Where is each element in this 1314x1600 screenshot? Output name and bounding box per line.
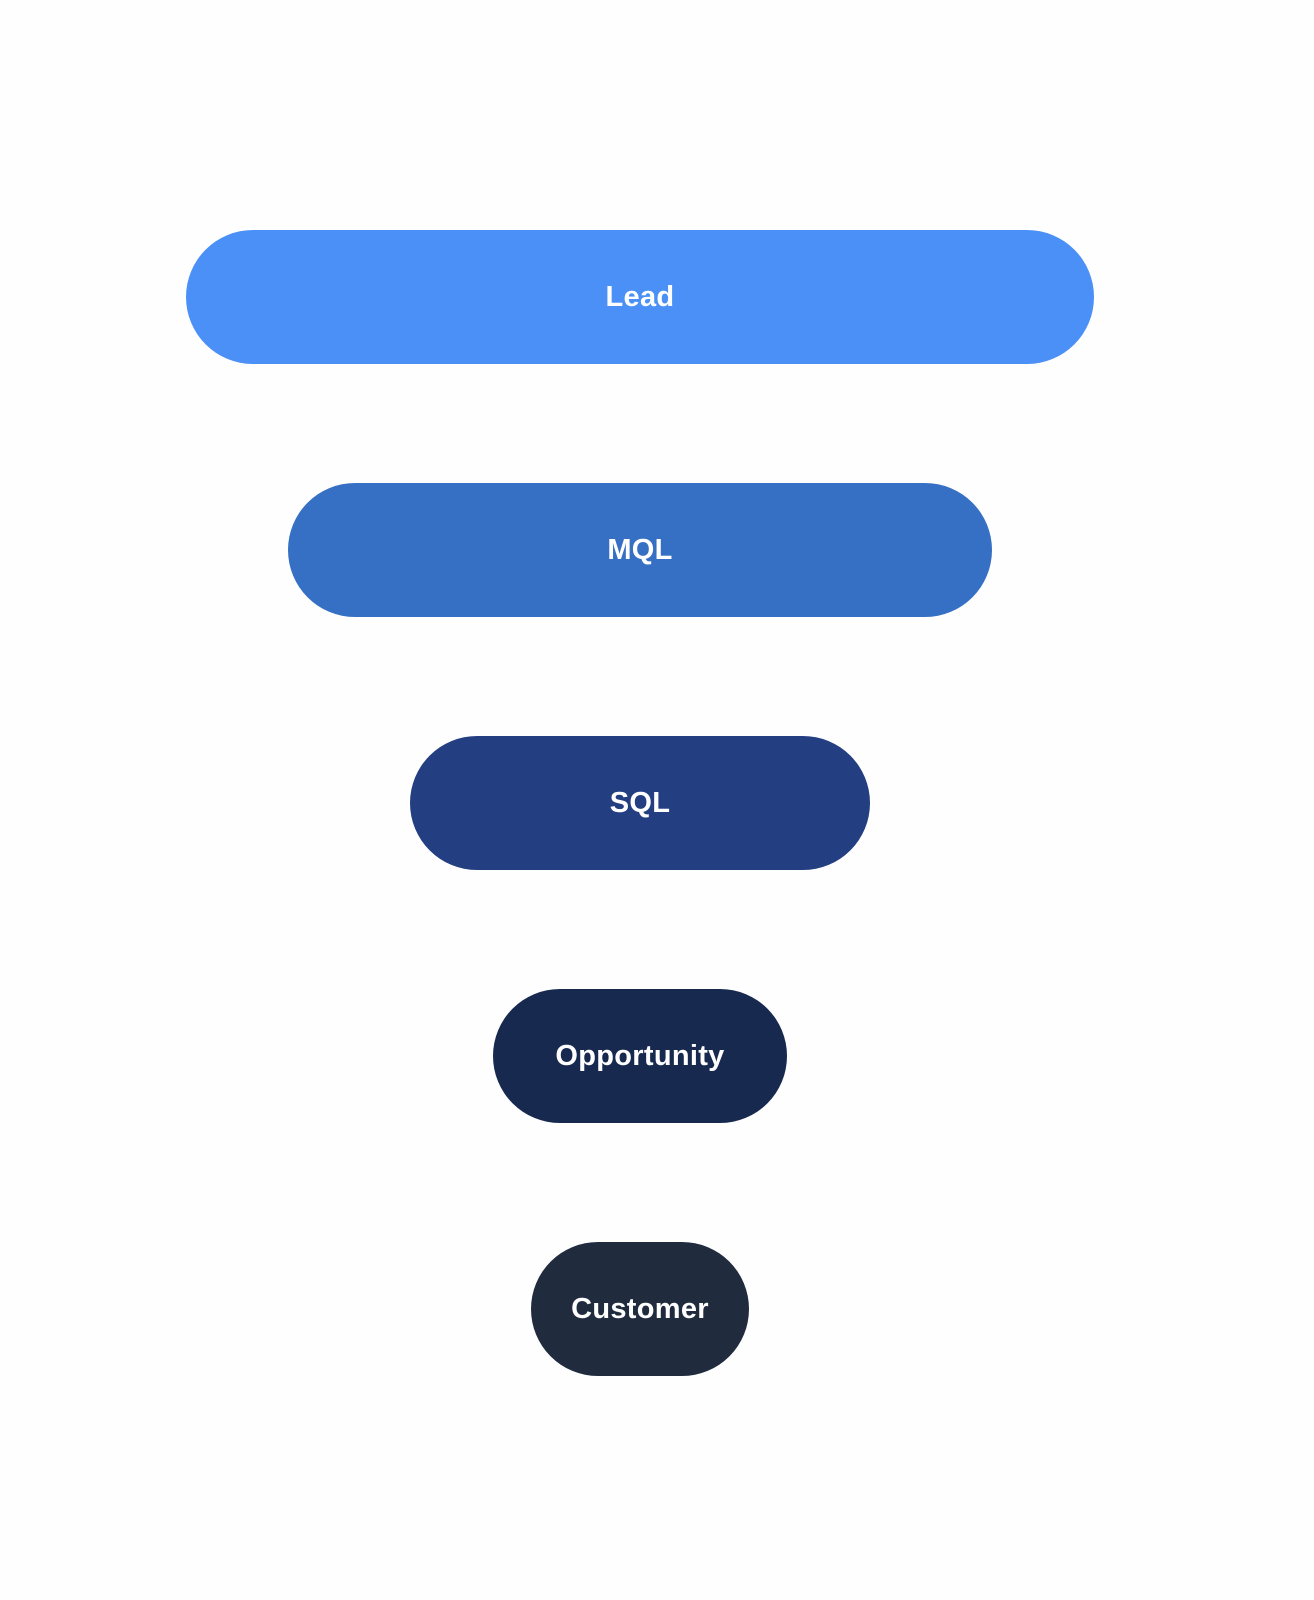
funnel-stage-opportunity: Opportunity [492,989,788,1123]
funnel-stage-sql: SQL [409,736,871,870]
funnel-stage-label: SQL [609,786,671,819]
funnel-stage-mql: MQL [288,483,992,617]
funnel-stage-label: Opportunity [555,1039,725,1072]
funnel-stage-lead: Lead [185,230,1095,364]
funnel-stage-label: Lead [605,280,675,313]
funnel-stage-label: MQL [607,533,673,566]
funnel-stage-customer: Customer [531,1242,749,1376]
funnel-stage-label: Customer [571,1292,709,1325]
